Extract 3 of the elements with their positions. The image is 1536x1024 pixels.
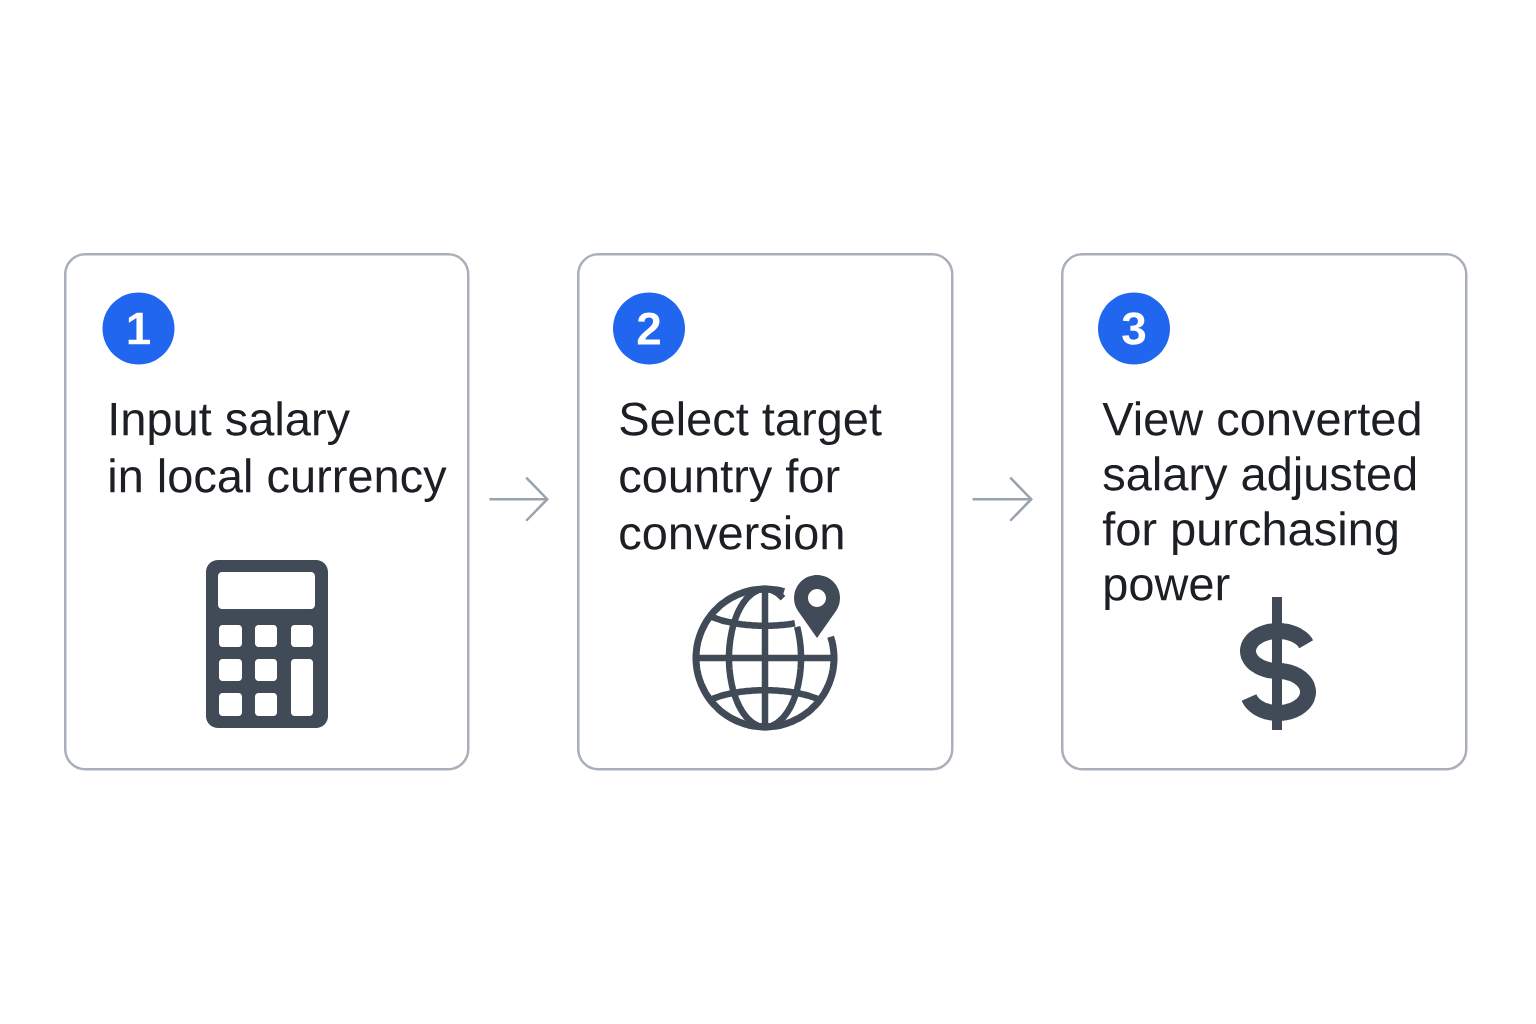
number-badge: 1 — [102, 292, 175, 365]
number-badge: 3 — [1098, 292, 1170, 365]
number-badge: 2 — [613, 292, 685, 365]
